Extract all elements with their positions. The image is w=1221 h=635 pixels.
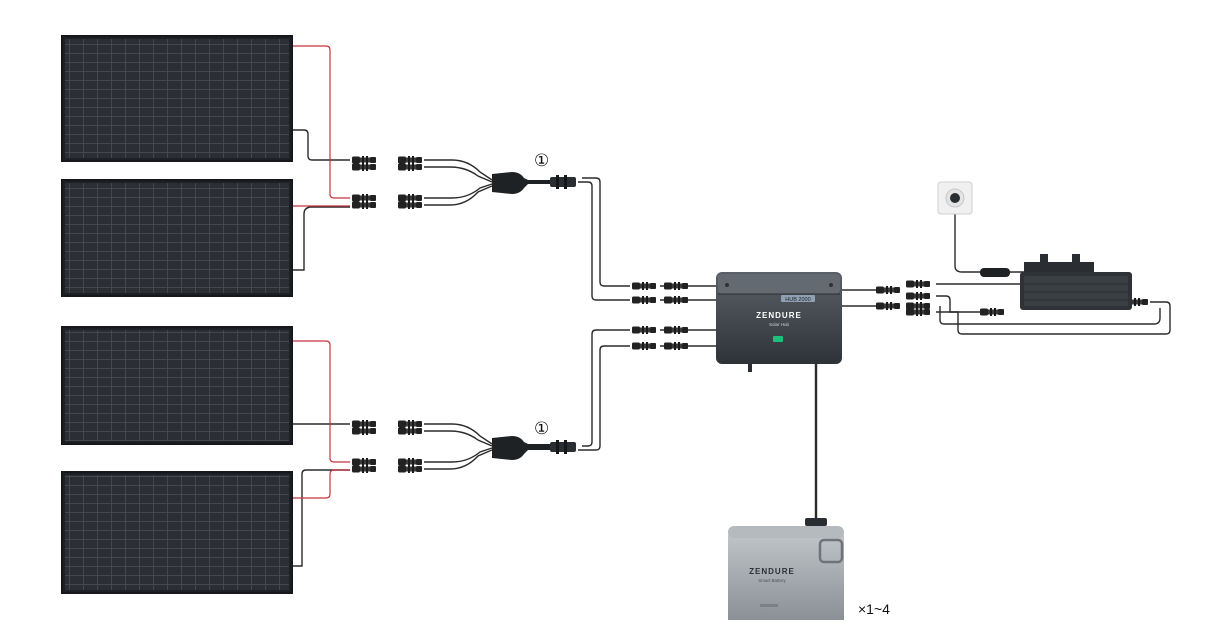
mc4-connector-icon — [876, 302, 900, 310]
battery-brand: ZENDURE — [749, 567, 795, 576]
mc4-connectors-hub-in — [632, 282, 688, 350]
cable-panel2-negative — [292, 206, 350, 271]
mc4-connector-icon — [398, 465, 422, 473]
cable-branch-b3 — [424, 447, 493, 463]
cable-y-top-to-hub-1 — [582, 177, 630, 287]
branch-label-top: ① — [534, 151, 549, 171]
solar-hub: HUB 2000 ZENDURE Solar Hub — [716, 272, 842, 372]
cable-branch-b1 — [424, 423, 493, 445]
cable-panel4-negative — [292, 469, 350, 567]
mc4-connector-icon — [352, 201, 376, 209]
mc4-connector-icon — [664, 296, 688, 304]
mc4-connector-icon — [906, 280, 930, 288]
solar-panel-4 — [61, 471, 293, 594]
mc4-connector-icon — [398, 427, 422, 435]
cable-panel1-positive — [292, 45, 350, 199]
positive-cable-group — [292, 45, 350, 499]
mc4-connector-icon — [664, 282, 688, 290]
hub-brand: ZENDURE — [756, 311, 802, 320]
battery-handle-icon — [818, 538, 844, 564]
mc4-connector-icon — [352, 163, 376, 171]
mc4-connector-icon — [906, 308, 930, 316]
mc4-connector-icon — [398, 201, 422, 209]
mc4-connector-icon — [352, 194, 376, 202]
mc4-connector-icon — [632, 296, 656, 304]
cable-y-bottom-to-hub-1 — [582, 329, 630, 447]
solar-panel-1 — [61, 35, 293, 162]
mc4-connector-icon — [980, 308, 1004, 316]
y-branch-connector-icon — [492, 172, 576, 194]
cable-branch-a2 — [424, 166, 493, 183]
branch-label-bottom: ① — [534, 419, 549, 439]
cable-branch-a1 — [424, 159, 493, 181]
mc4-connector-icon — [352, 465, 376, 473]
microinverter-icon — [1020, 254, 1132, 310]
cable-y-bottom-to-hub-2 — [578, 345, 630, 451]
mc4-connectors-top — [352, 156, 422, 209]
cable-panel4-positive — [292, 469, 350, 499]
mc4-connector-icon — [632, 326, 656, 334]
cable-branch-b2 — [424, 430, 493, 447]
cable-panel1-negative — [292, 129, 350, 161]
battery-quantity-label: ×1~4 — [858, 601, 890, 617]
mc4-connector-icon — [664, 326, 688, 334]
cable-y-top-to-hub-2 — [578, 181, 630, 301]
hub-subtitle: Solar Hub — [769, 322, 790, 327]
cable-branch-a4 — [424, 185, 493, 206]
battery-subtitle: Smart Battery — [758, 578, 786, 583]
y-branch-connector-icon — [492, 436, 576, 460]
mc4-connector-icon — [352, 458, 376, 466]
cable-panel3-positive — [292, 340, 350, 463]
mc4-connector-icon — [664, 342, 688, 350]
cable-group — [292, 129, 1171, 567]
cable-socket-to-inverter — [954, 210, 1030, 273]
cable-inv-link-2 — [939, 306, 1161, 325]
cable-hub-out-4 — [936, 301, 1171, 335]
mc4-connector-icon — [398, 194, 422, 202]
battery-icon: ZENDURE Smart Battery — [728, 518, 844, 620]
mc4-connector-icon — [632, 282, 656, 290]
cable-inv-link-1 — [936, 295, 1000, 313]
hub-badge-text: HUB 2000 — [785, 297, 810, 303]
hub-badge — [781, 295, 815, 302]
mc4-connector-icon — [352, 427, 376, 435]
mc4-connector-icon — [906, 292, 930, 300]
ac-plug-icon — [980, 268, 1010, 277]
hub-status-led — [773, 336, 783, 342]
wall-socket-icon — [937, 181, 973, 215]
mc4-connectors-bottom — [352, 420, 422, 473]
mc4-connector-icon — [632, 342, 656, 350]
cable-branch-a3 — [424, 183, 493, 199]
mc4-connector-icon — [398, 458, 422, 466]
cable-branch-b4 — [424, 449, 493, 470]
solar-panel-3 — [61, 326, 293, 445]
mc4-connector-icon — [398, 420, 422, 428]
mc4-connector-icon — [398, 156, 422, 164]
mc4-connector-icon — [398, 163, 422, 171]
mc4-connector-icon — [876, 286, 900, 294]
mc4-connector-icon — [352, 420, 376, 428]
mc4-connector-icon — [352, 156, 376, 164]
solar-panel-2 — [61, 179, 293, 297]
